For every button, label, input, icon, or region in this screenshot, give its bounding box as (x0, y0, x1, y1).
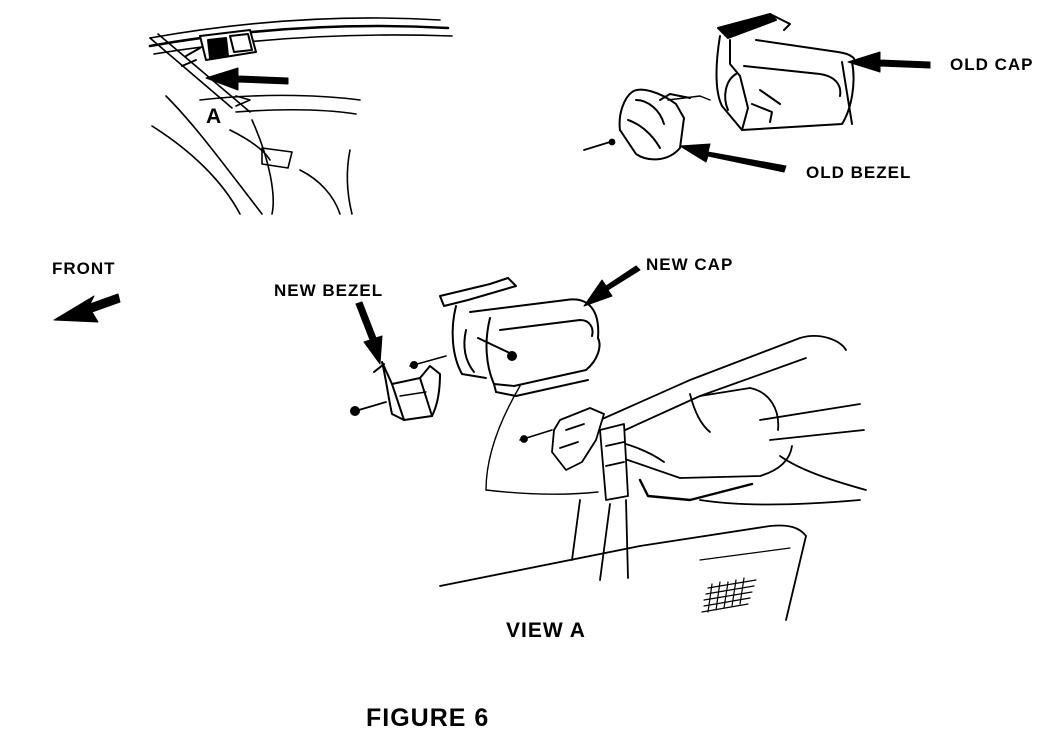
new-bezel-arrow (355, 301, 383, 365)
old-cap-label: OLD CAP (950, 55, 1034, 74)
old-bezel-illustration (583, 88, 711, 161)
old-bezel-label: OLD BEZEL (806, 163, 912, 182)
new-cap-label: NEW CAP (646, 255, 734, 274)
view-a-pointer (235, 95, 251, 107)
front-label: FRONT (52, 259, 116, 278)
view-a-title: VIEW A (506, 619, 586, 642)
figure-title: FIGURE 6 (366, 704, 490, 732)
new-bezel-label: NEW BEZEL (274, 281, 384, 300)
overview-illustration (148, 17, 453, 215)
old-bezel-arrow (679, 143, 787, 173)
new-cap-illustration (409, 277, 601, 397)
old-cap-arrow (847, 51, 931, 73)
old-cap-illustration (715, 13, 856, 131)
view-marker-label: A (206, 105, 223, 128)
view-a-arrow (205, 67, 289, 91)
new-bezel-illustration (350, 361, 441, 421)
new-cap-arrow (583, 265, 641, 307)
roof-rail-assembly (439, 335, 867, 621)
front-direction-arrow (53, 293, 121, 323)
rail-cap-small (181, 29, 257, 67)
grille-hatching (701, 577, 757, 613)
